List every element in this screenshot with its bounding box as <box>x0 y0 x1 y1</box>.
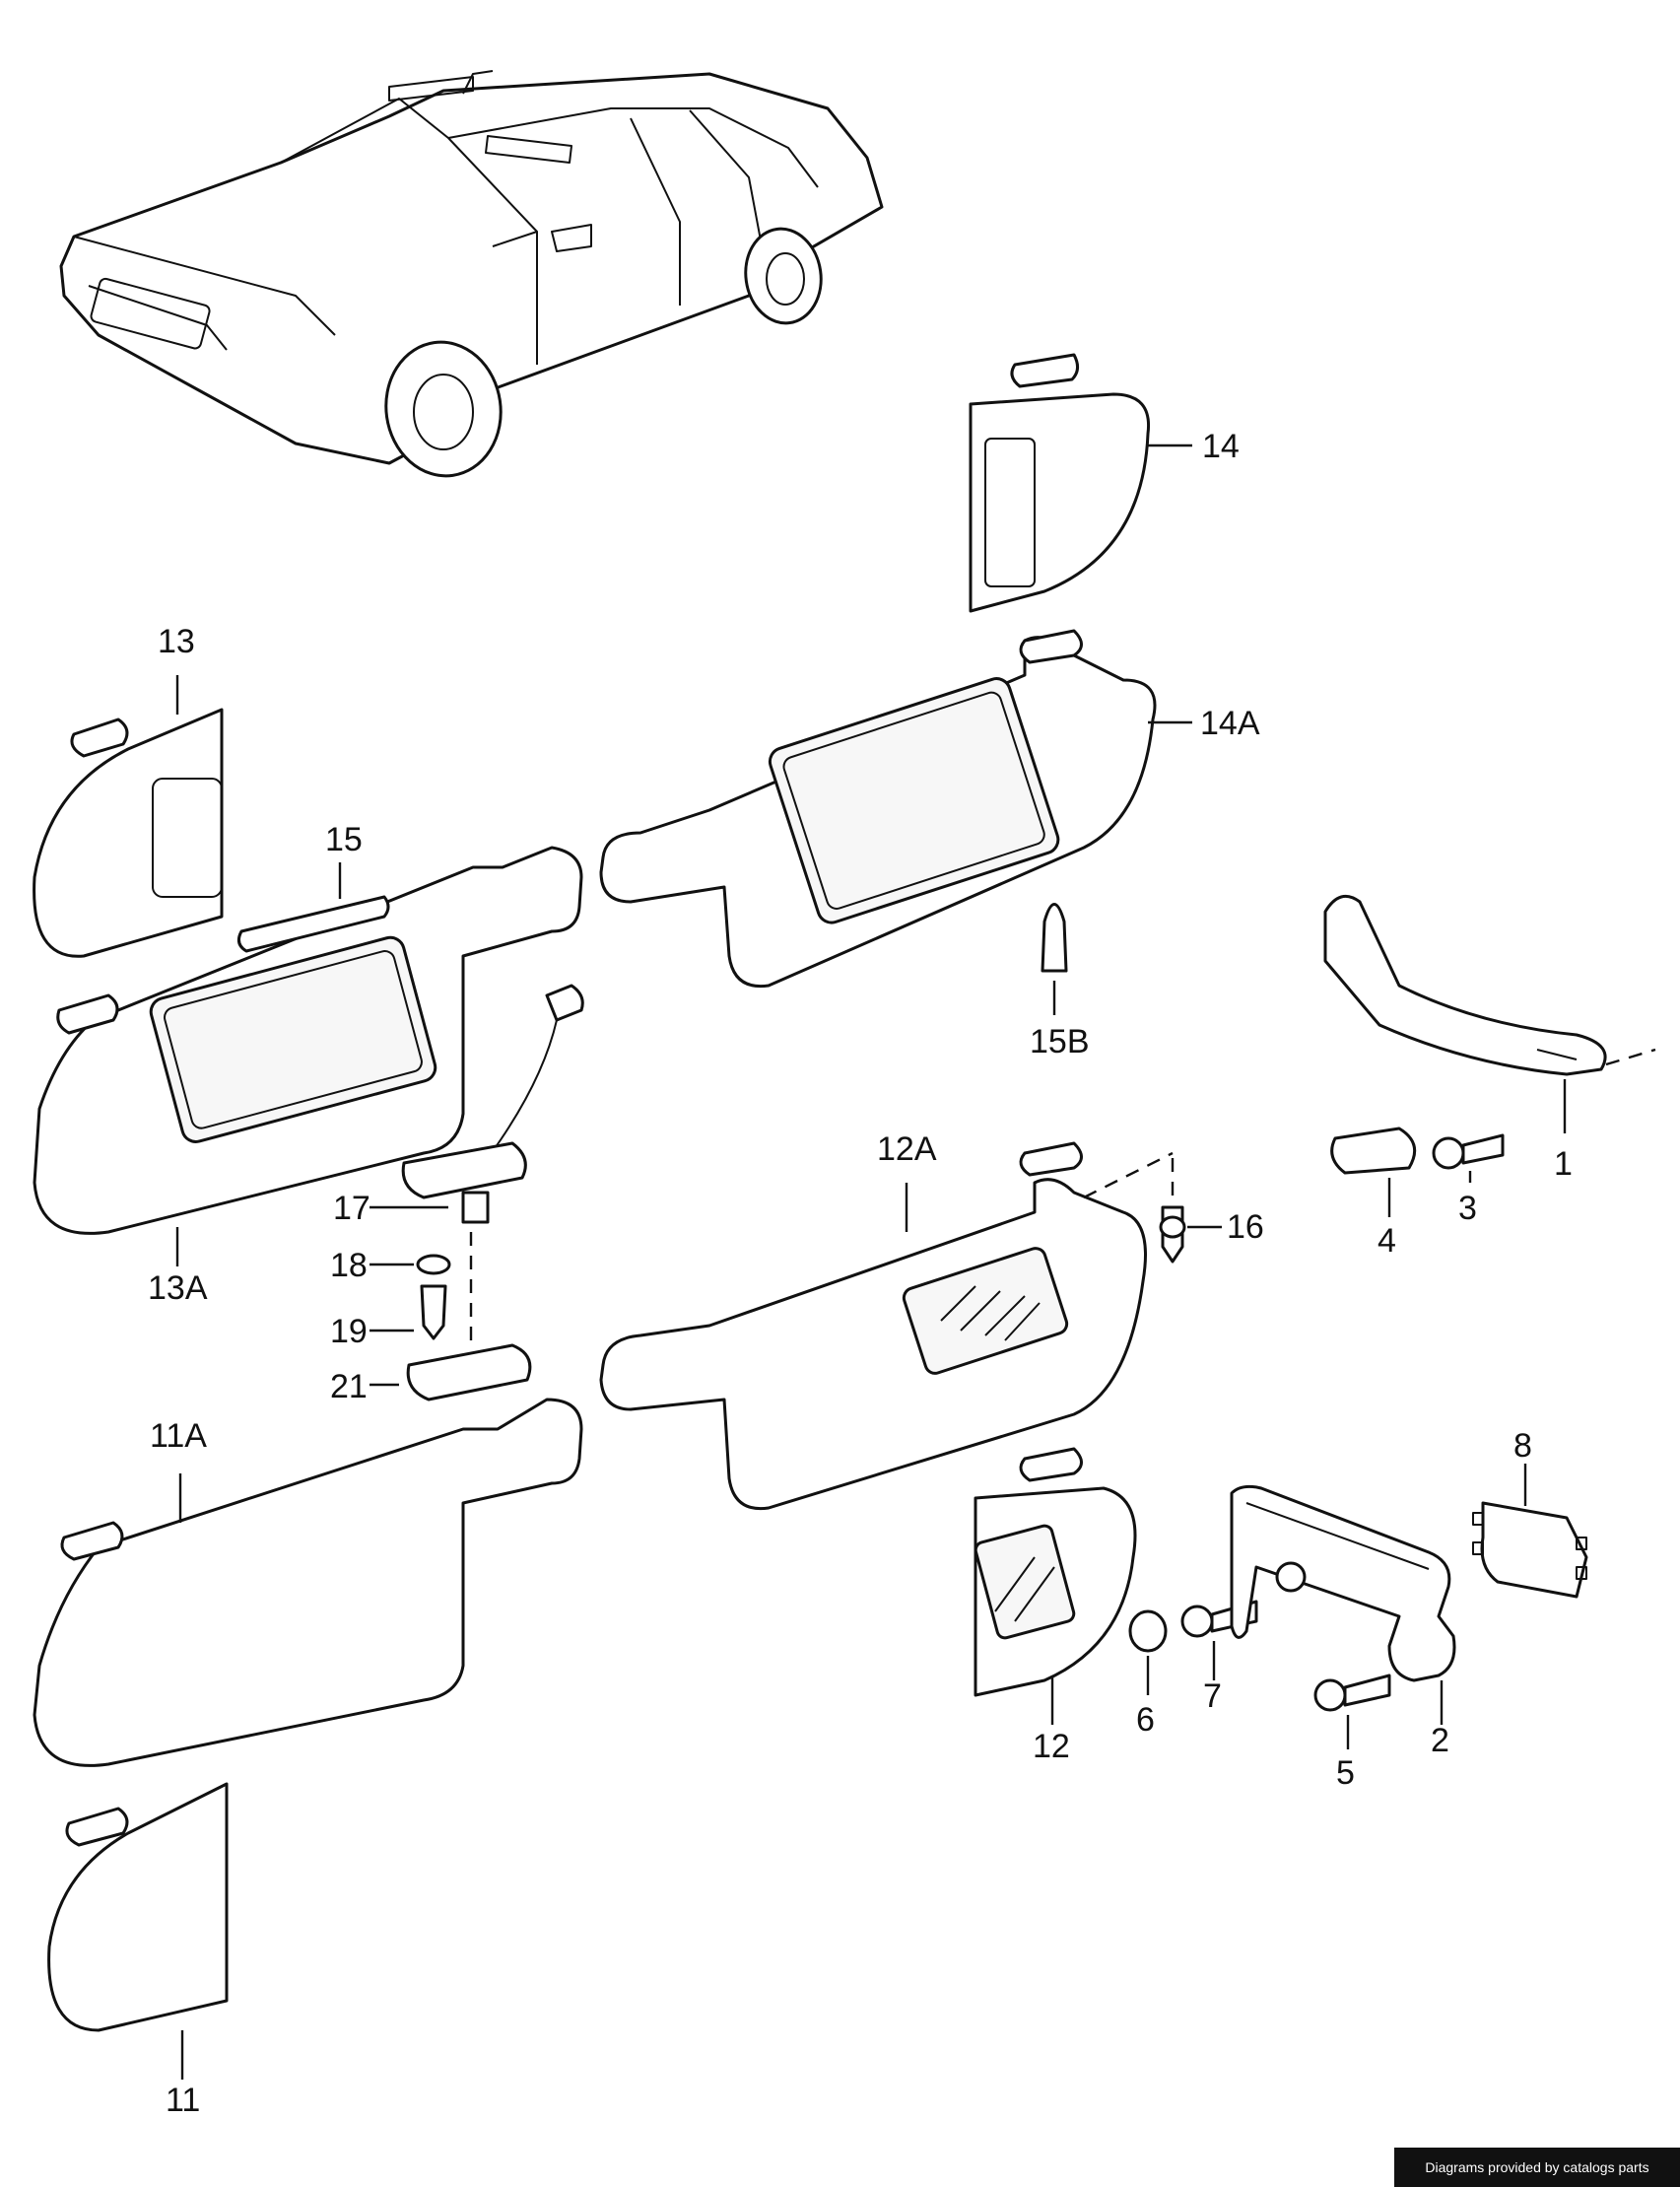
label-16: 16 <box>1227 1208 1264 1246</box>
screw-16 <box>1083 1151 1222 1264</box>
label-17: 17 <box>333 1190 370 1227</box>
screw-3 <box>1432 1133 1505 1183</box>
label-14a: 14A <box>1200 705 1260 742</box>
sun-visor-12a <box>599 1141 1147 1511</box>
handle-2 <box>1230 1484 1456 1725</box>
cap-4 <box>1330 1127 1417 1217</box>
label-13: 13 <box>158 623 195 660</box>
label-12: 12 <box>1033 1728 1070 1765</box>
bracket-8 <box>1472 1464 1588 1599</box>
grab-handle-1 <box>1323 894 1656 1133</box>
sun-visor-14a <box>599 629 1157 989</box>
label-5: 5 <box>1336 1754 1355 1792</box>
leader-lines <box>175 444 1192 1523</box>
label-19: 19 <box>330 1313 368 1350</box>
label-18: 18 <box>330 1247 368 1284</box>
label-11: 11 <box>166 2082 200 2119</box>
lamp-tube-15 <box>236 862 390 953</box>
cap-6 <box>1128 1609 1168 1695</box>
label-7: 7 <box>1203 1677 1222 1715</box>
label-11a: 11A <box>150 1417 207 1455</box>
base-21 <box>370 1343 532 1401</box>
part-labels: 14 13 14A 15 15B 1 12A 3 17 16 4 13A 18 … <box>148 428 1573 2119</box>
car-illustration <box>59 70 884 478</box>
label-15b: 15B <box>1030 1023 1090 1060</box>
label-8: 8 <box>1513 1427 1532 1465</box>
sun-visor-14 <box>969 353 1151 613</box>
label-14: 14 <box>1202 428 1240 465</box>
label-21: 21 <box>330 1368 368 1405</box>
credit-bar: Diagrams provided by catalogs parts <box>1394 2148 1680 2187</box>
label-3: 3 <box>1458 1190 1477 1227</box>
washer-18 <box>370 1254 451 1275</box>
sun-visor-13 <box>33 708 224 958</box>
bulb-15b <box>1041 903 1068 1015</box>
label-2: 2 <box>1431 1722 1449 1759</box>
credit-text: Diagrams provided by catalogs parts <box>1425 2159 1649 2175</box>
label-4: 4 <box>1378 1222 1396 1260</box>
label-13a: 13A <box>148 1269 208 1307</box>
sun-visor-11a <box>33 1398 583 1767</box>
switch-17 <box>370 984 584 1224</box>
screw-19 <box>370 1284 447 1340</box>
label-6: 6 <box>1136 1701 1155 1739</box>
sun-visor-13a <box>33 846 583 1235</box>
label-12a: 12A <box>877 1130 937 1168</box>
sun-visor-11 <box>47 1782 229 2080</box>
label-15: 15 <box>325 821 363 858</box>
screw-5 <box>1313 1674 1391 1749</box>
sun-visor-12 <box>974 1447 1137 1725</box>
label-1: 1 <box>1554 1145 1573 1183</box>
